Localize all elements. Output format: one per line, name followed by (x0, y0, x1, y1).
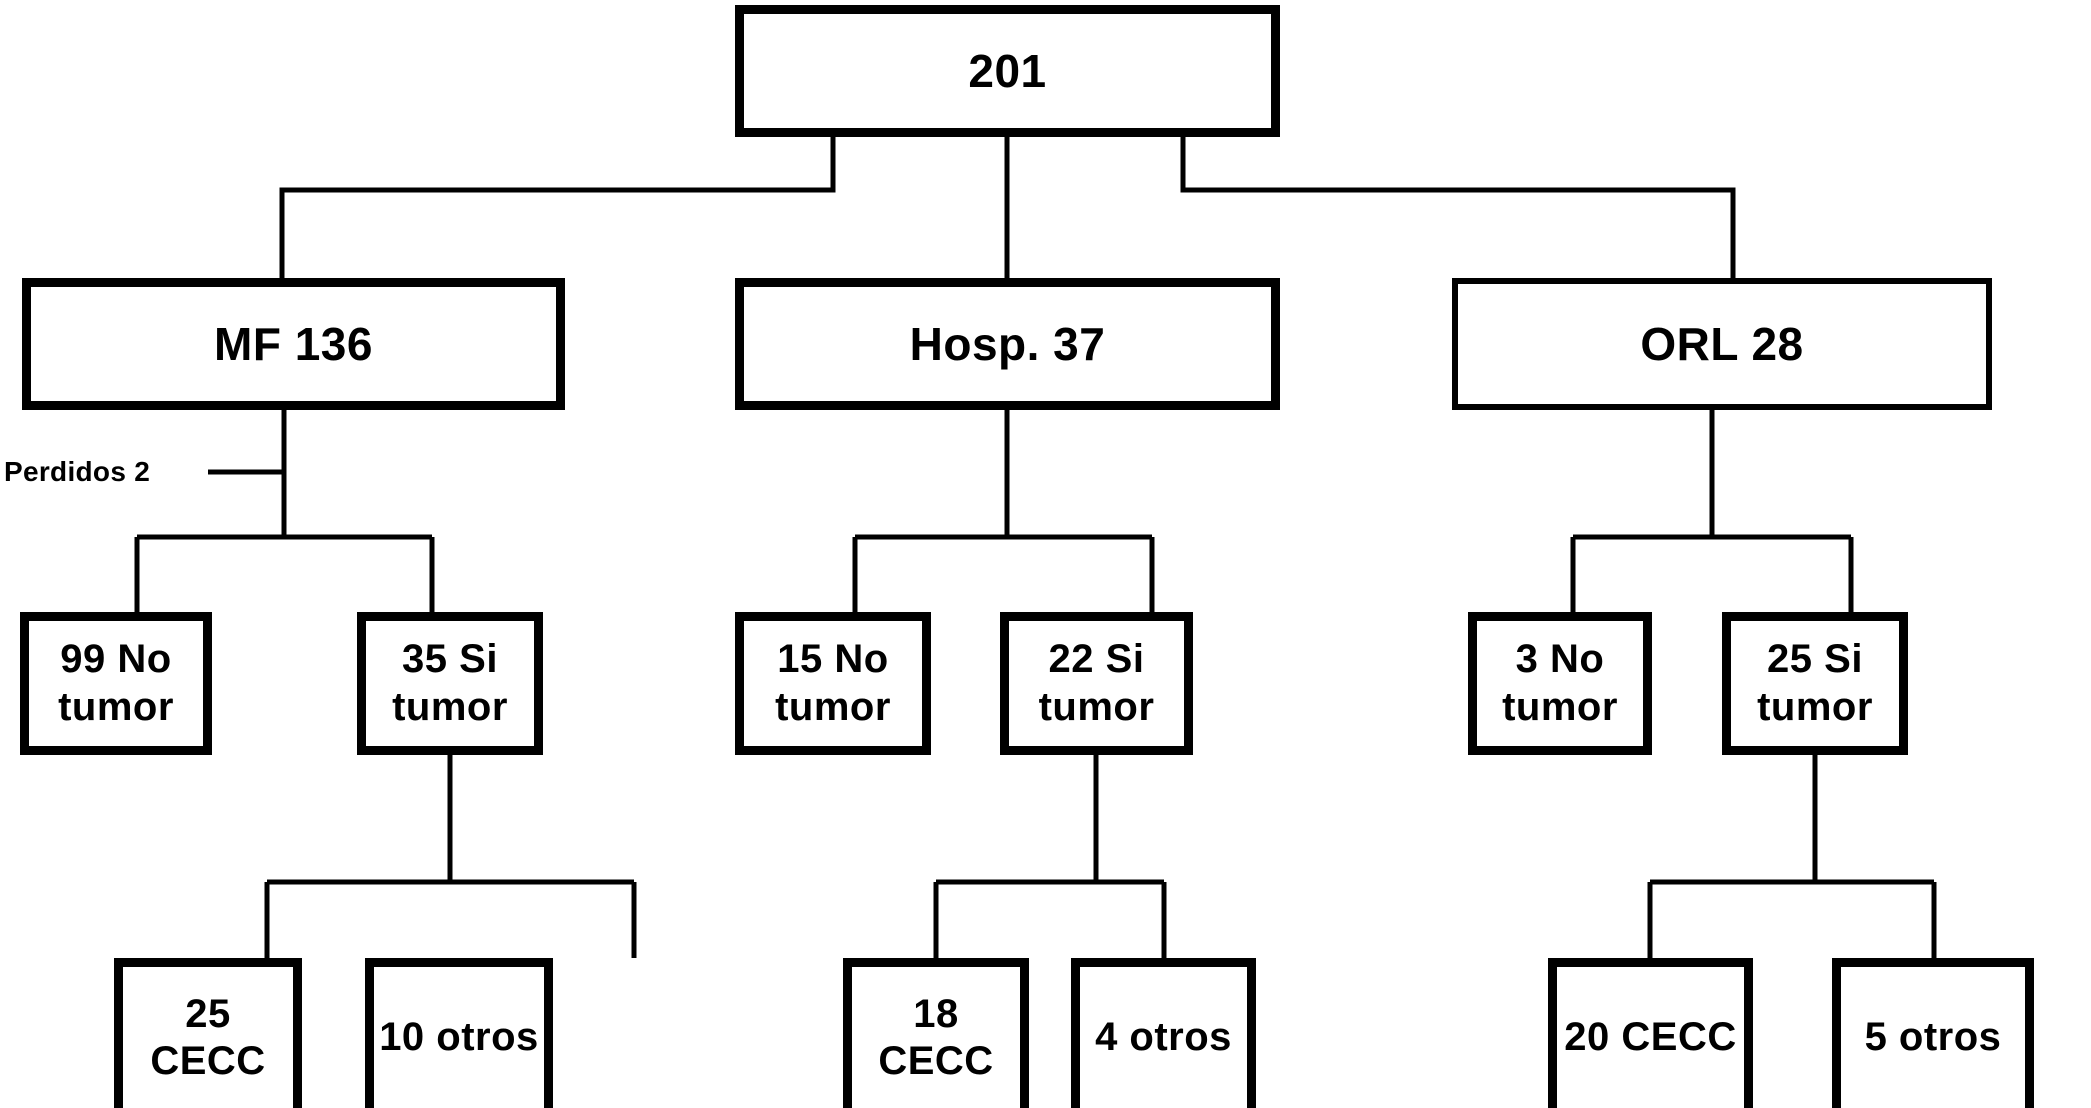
connector-root-to-mf (279, 137, 836, 278)
node-hosp-cecc: 18 CECC (843, 958, 1029, 1108)
node-mf: MF 136 (22, 278, 565, 410)
node-hosp-no-tumor: 15 No tumor (735, 612, 931, 755)
node-mf-otros: 10 otros (365, 958, 553, 1108)
node-orl-otros: 5 otros (1832, 958, 2034, 1108)
connector-root-to-orl (1180, 137, 1736, 278)
node-hosp-otros: 4 otros (1071, 958, 1256, 1108)
node-mf-no-tumor: 99 No tumor (20, 612, 212, 755)
node-mf-cecc: 25 CECC (114, 958, 302, 1108)
node-hosp-si-tumor: 22 Si tumor (1000, 612, 1193, 755)
node-orl-cecc: 20 CECC (1548, 958, 1753, 1108)
annotation-perdidos: Perdidos 2 (4, 456, 151, 487)
node-orl: ORL 28 (1452, 278, 1992, 410)
node-mf-si-tumor: 35 Si tumor (357, 612, 543, 755)
node-orl-no-tumor: 3 No tumor (1468, 612, 1652, 755)
node-root: 201 (735, 5, 1280, 137)
node-hosp: Hosp. 37 (735, 278, 1280, 410)
node-orl-si-tumor: 25 Si tumor (1722, 612, 1908, 755)
